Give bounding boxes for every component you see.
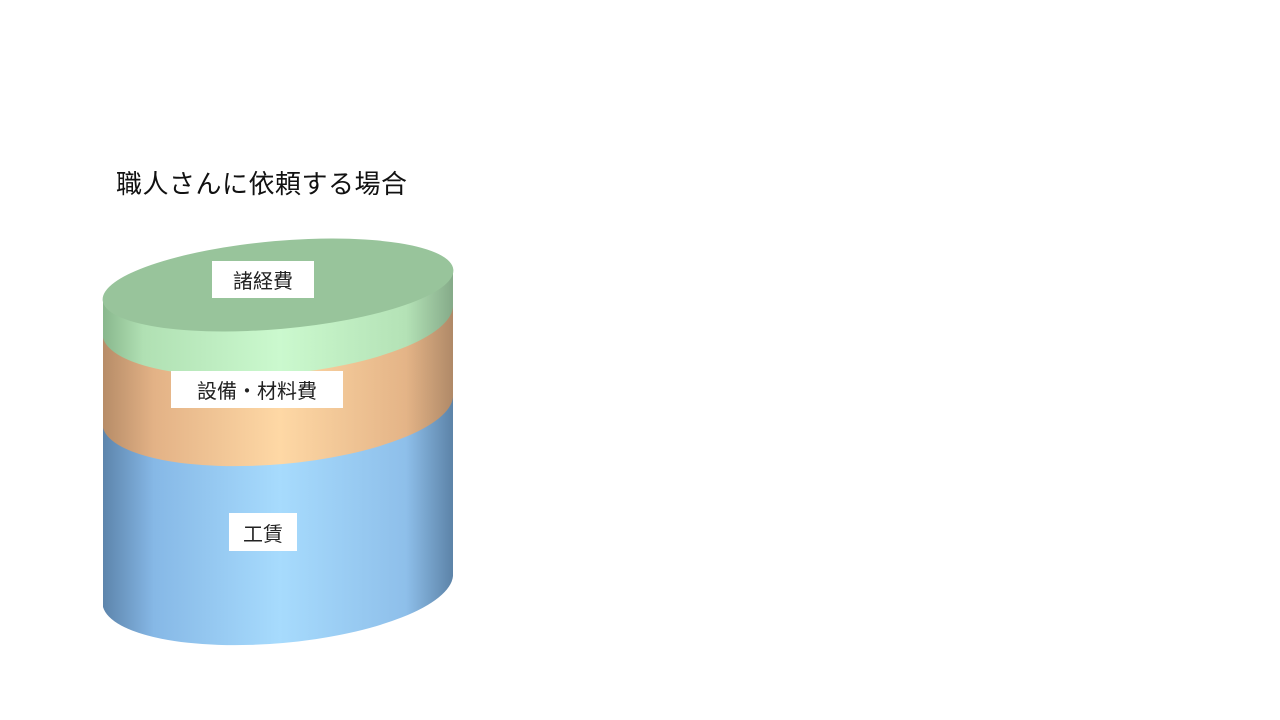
label-overhead: 諸経費 [212,261,314,298]
slide-title: 職人さんに依頼する場合 [116,170,408,200]
label-equipment-materials: 設備・材料費 [171,371,343,408]
label-labor: 工賃 [229,513,297,551]
